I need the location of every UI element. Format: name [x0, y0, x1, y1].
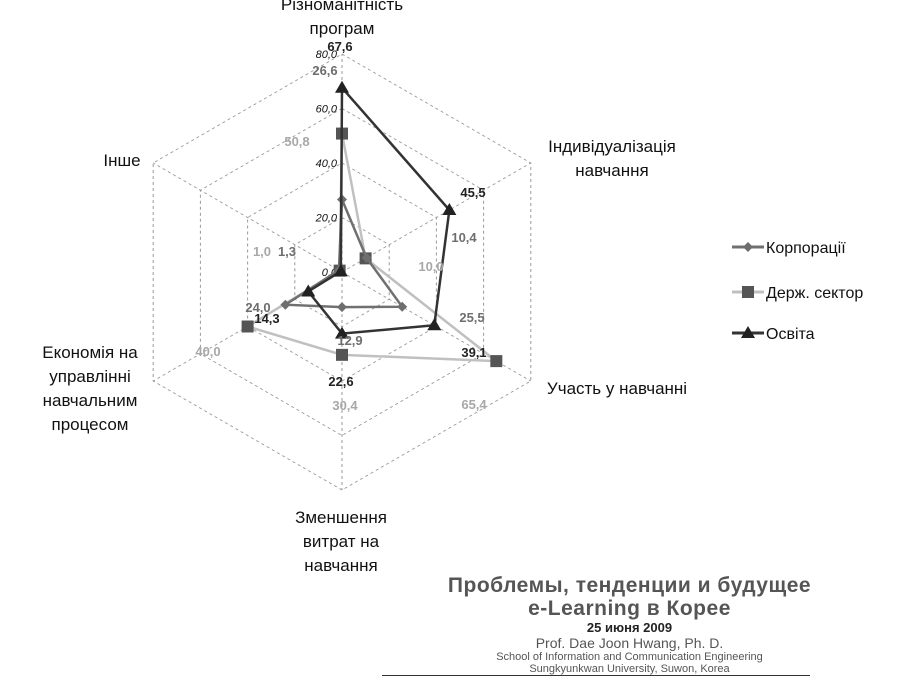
- data-label: 1,0: [253, 244, 271, 259]
- legend-label: Держ. сектор: [766, 285, 863, 302]
- series-line: [306, 84, 451, 335]
- series-marker: [442, 203, 457, 216]
- legend-label: Освіта: [766, 326, 815, 343]
- legend-label: Корпорації: [766, 240, 846, 257]
- series-marker: [397, 301, 408, 312]
- data-label: 40,0: [195, 344, 220, 359]
- data-label: 26,6: [312, 63, 337, 78]
- axis-label-2: Участь у навчанні: [547, 379, 687, 398]
- tick-label: 20,0: [315, 213, 338, 225]
- data-label: 25,5: [459, 310, 484, 325]
- footer-title-line-1: Проблемы, тенденции и будущее: [447, 574, 812, 597]
- data-label: 12,9: [337, 333, 362, 348]
- series-marker: [333, 264, 348, 277]
- legend-item-2: Освіта: [732, 326, 815, 343]
- radar-data-labels: 26,6 10,4 25,5 12,9 24,0 1,3 50,8 10,0 65,4 30,4 4…: [195, 39, 487, 413]
- data-label: 30,4: [332, 398, 358, 413]
- footer-university: Sungkyunkwan University, Suwon, Korea: [529, 663, 730, 675]
- data-label: 10,4: [451, 230, 477, 245]
- series-marker: [280, 299, 291, 310]
- radar-series: [241, 80, 503, 368]
- radar-tick-labels: 0,020,040,060,080,0: [315, 49, 338, 279]
- footer-title-line-2: e-Learning в Корее: [528, 597, 731, 620]
- footer-author: Prof. Dae Joon Hwang, Ph. D.: [535, 635, 724, 651]
- series-2: [301, 80, 457, 339]
- series-marker: [427, 318, 442, 331]
- series-marker: [742, 286, 754, 298]
- tick-label: 40,0: [316, 158, 338, 170]
- footer-date: 25 июня 2009: [586, 620, 673, 635]
- series-marker: [301, 284, 316, 297]
- tick-label: 60,0: [316, 104, 338, 116]
- data-label: 10,0: [418, 259, 443, 274]
- series-marker: [743, 242, 753, 252]
- grid-spoke-1: [341, 162, 532, 273]
- data-label: 39,1: [461, 345, 486, 360]
- data-label: 65,4: [461, 397, 487, 412]
- data-label: 45,5: [460, 185, 485, 200]
- footer-school: School of Information and Communication …: [496, 651, 763, 663]
- series-line: [281, 199, 405, 309]
- series-marker: [336, 348, 348, 361]
- data-label: 67,6: [327, 39, 352, 54]
- data-label: 1,3: [278, 244, 296, 259]
- series-marker: [241, 320, 254, 333]
- axis-label-5: Інше: [103, 151, 140, 170]
- series-marker: [361, 252, 372, 263]
- slide-footer: Проблемы, тенденции и будущее e-Learning…: [340, 574, 919, 676]
- series-marker: [490, 355, 503, 368]
- series-marker: [335, 80, 349, 93]
- series-marker: [337, 302, 347, 313]
- legend-item-0: Корпорації: [732, 240, 846, 257]
- data-label: 22,6: [328, 374, 353, 389]
- series-marker: [335, 326, 349, 339]
- data-label: 24,0: [245, 300, 270, 315]
- tick-label: 80,0: [316, 49, 338, 61]
- data-label: 14,3: [254, 311, 279, 326]
- series-marker: [741, 326, 755, 338]
- grid-spoke-5: [152, 162, 343, 273]
- series-0: [280, 194, 408, 313]
- legend-item-1: Держ. сектор: [732, 285, 863, 302]
- data-label: 50,8: [284, 134, 309, 149]
